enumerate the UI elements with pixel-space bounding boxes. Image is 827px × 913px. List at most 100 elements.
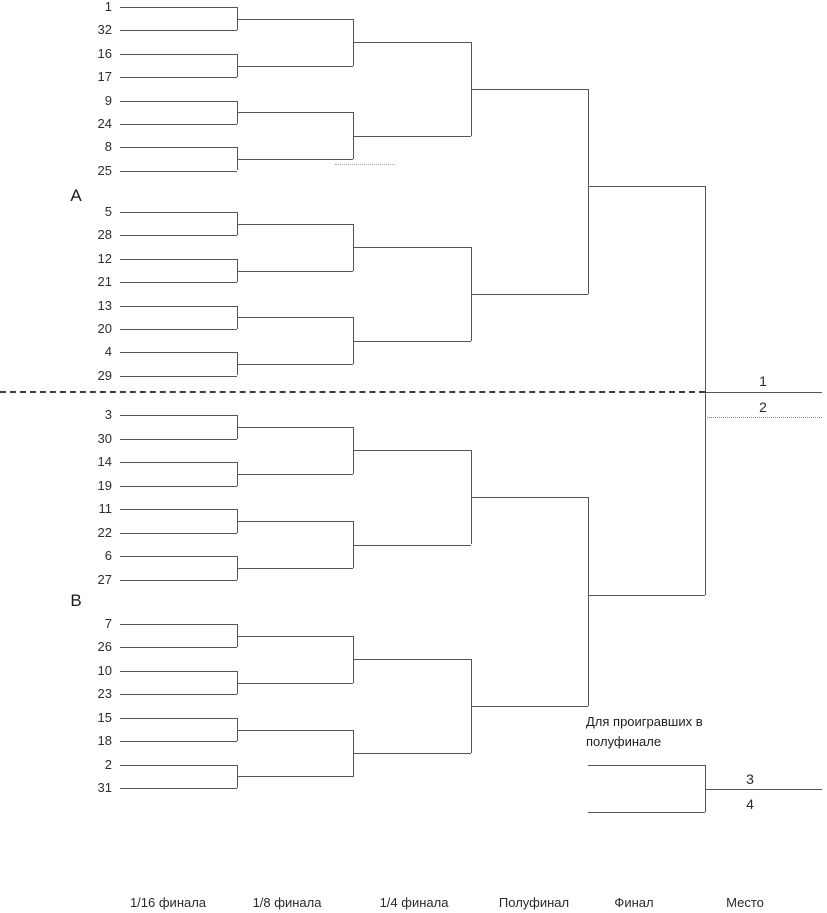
seed-label: 24 <box>97 116 112 131</box>
r16-winner-line <box>237 427 353 428</box>
entry-line <box>120 212 237 213</box>
entry-line <box>120 329 237 330</box>
entry-line <box>120 306 237 307</box>
entry-line <box>120 671 237 672</box>
seed-label: 11 <box>98 501 113 516</box>
semifinal-winner-line <box>588 186 705 187</box>
entry-line <box>120 77 237 78</box>
r8-winner-line <box>353 753 471 754</box>
faint-dotted-segment <box>335 164 395 165</box>
entry-line <box>120 647 237 648</box>
seed-label: 23 <box>97 686 112 701</box>
seed-label: 21 <box>97 274 112 289</box>
entry-line <box>120 352 237 353</box>
seed-label: 31 <box>97 780 112 795</box>
round-label-1-4: 1/4 финала <box>379 895 449 910</box>
r16-winner-line <box>237 159 353 160</box>
seed-label: 30 <box>97 431 112 446</box>
seed-label: 29 <box>97 368 112 383</box>
r16-winner-line <box>237 636 353 637</box>
r16-connector <box>237 259 238 282</box>
seed-label: 16 <box>97 46 112 61</box>
third-place-bottom-line <box>588 812 705 813</box>
entry-line <box>120 147 237 148</box>
entry-line <box>120 509 237 510</box>
entry-line <box>120 415 237 416</box>
r8-connector <box>353 521 354 568</box>
entry-line <box>120 376 237 377</box>
consolation-note: Для проигравших в полуфинале <box>586 714 703 749</box>
r8-connector <box>353 112 354 159</box>
entry-line <box>120 580 237 581</box>
entry-line <box>120 171 237 172</box>
second-place-line <box>705 417 822 418</box>
seed-label: 22 <box>97 525 112 540</box>
final-connector <box>705 186 706 595</box>
r8-winner-line <box>353 247 471 248</box>
entry-line <box>120 282 237 283</box>
place-3-label: 3 <box>746 771 754 787</box>
entry-line <box>120 54 237 55</box>
entry-line <box>120 624 237 625</box>
r16-winner-line <box>237 364 353 365</box>
entry-line <box>120 694 237 695</box>
seed-label: 17 <box>97 69 112 84</box>
r16-winner-line <box>237 271 353 272</box>
seed-label: 2 <box>104 757 112 772</box>
seed-label: 4 <box>104 344 112 359</box>
first-place-line <box>705 392 822 393</box>
round-label-1-8: 1/8 финала <box>252 895 322 910</box>
r16-connector <box>237 352 238 375</box>
r8-winner-line <box>353 450 471 451</box>
r16-connector <box>237 212 238 235</box>
r16-winner-line <box>237 568 353 569</box>
seed-label: 1 <box>104 0 112 14</box>
seed-label: 19 <box>97 478 112 493</box>
r8-winner-line <box>353 341 471 342</box>
seed-label: 13 <box>97 298 112 313</box>
entry-line <box>120 259 237 260</box>
entry-line <box>120 741 237 742</box>
half-divider-dashed-line <box>0 391 705 393</box>
r16-winner-line <box>237 66 353 67</box>
quarterfinal-winner-line <box>471 497 588 498</box>
entry-line <box>120 124 237 125</box>
group-a-label: A <box>70 186 82 205</box>
r16-winner-line <box>237 224 353 225</box>
r16-connector <box>237 7 238 30</box>
round-label-semifinal: Полуфинал <box>498 895 570 910</box>
entry-line <box>120 718 237 719</box>
r16-winner-line <box>237 112 353 113</box>
quarterfinal-winner-line <box>471 89 588 90</box>
round-label-place: Место <box>726 895 764 910</box>
entry-line <box>120 788 237 789</box>
entry-line <box>120 235 237 236</box>
r8-winner-line <box>353 659 471 660</box>
entry-line <box>120 765 237 766</box>
group-b-label: B <box>70 591 82 610</box>
seed-label: 15 <box>97 710 112 725</box>
r16-connector <box>237 718 238 741</box>
entry-line <box>120 556 237 557</box>
seed-label: 12 <box>97 251 112 266</box>
seed-label: 27 <box>97 572 112 587</box>
seed-label: 3 <box>104 407 112 422</box>
r16-winner-line <box>237 776 353 777</box>
seed-label: 32 <box>97 22 112 37</box>
quarterfinal-winner-line <box>471 706 588 707</box>
semifinal-winner-line <box>588 595 705 596</box>
seed-label: 20 <box>97 321 112 336</box>
seed-label: 5 <box>104 204 112 219</box>
r16-connector <box>237 54 238 77</box>
place-1-label: 1 <box>759 373 767 389</box>
r16-winner-line <box>237 19 353 20</box>
r16-winner-line <box>237 317 353 318</box>
entry-line <box>120 462 237 463</box>
third-place-top-line <box>588 765 705 766</box>
third-place-winner-line <box>705 789 822 790</box>
seed-label: 18 <box>97 733 112 748</box>
seed-label: 28 <box>97 227 112 242</box>
round-label-1-16: 1/16 финала <box>129 895 207 910</box>
entry-line <box>120 7 237 8</box>
